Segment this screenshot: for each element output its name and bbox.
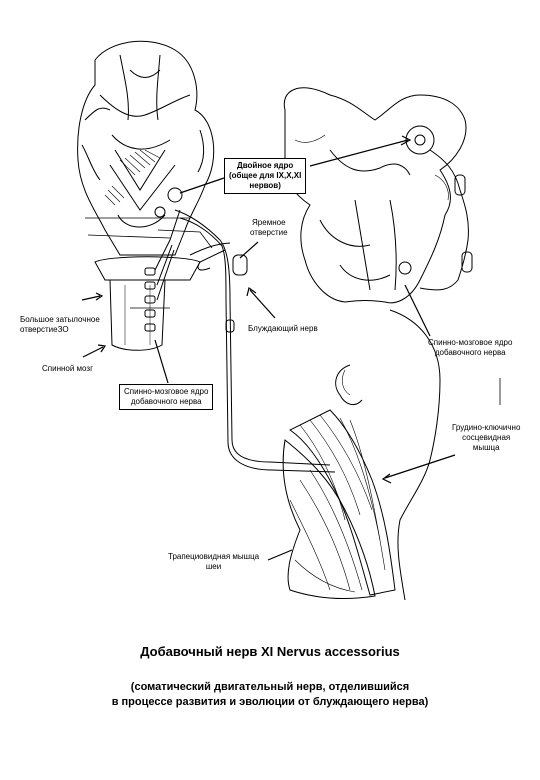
label-spinal-cord: Спинной мозг	[42, 364, 93, 373]
label-spinal-nucleus-box: Спинно-мозговое ядро добавочного нерва	[119, 384, 214, 410]
label-trapezius: Трапециовидная мышца шеи	[168, 552, 260, 571]
brainstem-cross-section	[283, 87, 473, 304]
diagram-title: Добавочный нерв XI Nervus accessorius	[140, 644, 400, 659]
label-sternocleidomastoid: Грудино-ключично сосцевидная мышца	[452, 423, 521, 452]
label-double-nucleus: Двойное ядро (общее для IX,X,XI нервов)	[224, 158, 307, 194]
pointer-lines	[81, 135, 501, 561]
brainstem-illustration	[77, 40, 215, 256]
label-foramen-magnum: Большое затылочное отверстиеЗО	[20, 315, 100, 334]
neck-illustration	[282, 309, 441, 601]
accessory-nerve-path	[157, 209, 336, 473]
diagram-subtitle: (соматический двигательный нерв, отделив…	[111, 681, 429, 708]
label-vagus-nerve: Блуждающий нерв	[248, 324, 318, 333]
label-jugular-foramen: Яремное отверстие	[250, 218, 288, 237]
label-spinal-nucleus-right: Спинно-мозговое ядро добавочного нерва	[428, 338, 513, 357]
spinal-cord-illustration	[94, 209, 201, 351]
